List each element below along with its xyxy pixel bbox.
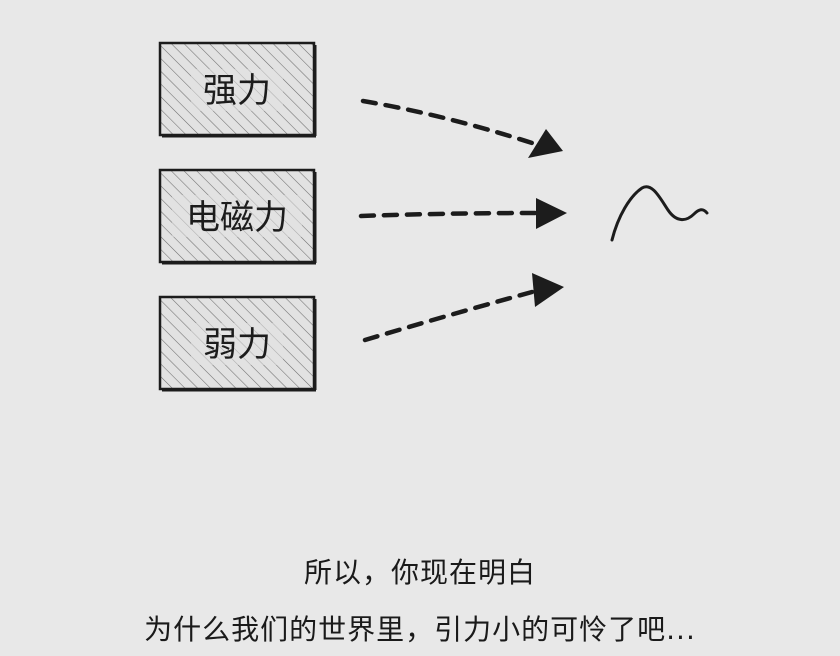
force-label-electromagnetic: 电磁力 (186, 198, 288, 238)
forces-diagram: 强力 电磁力 弱力 (158, 41, 709, 392)
force-label-strong: 强力 (203, 71, 271, 111)
force-label-weak: 弱力 (203, 325, 271, 365)
arrow-electromagnetic-to-target (358, 198, 567, 229)
force-box-weak: 弱力 (158, 295, 317, 392)
squiggle-icon (610, 185, 709, 242)
caption-line-1: 所以，你现在明白 (303, 556, 536, 589)
force-box-electromagnetic: 电磁力 (158, 168, 317, 265)
arrow-weak-to-target (362, 273, 564, 343)
caption-line-2: 为什么我们的世界里，引力小的可怜了吧... (144, 613, 696, 646)
force-box-strong: 强力 (158, 41, 317, 138)
arrow-strong-to-target (360, 98, 563, 158)
